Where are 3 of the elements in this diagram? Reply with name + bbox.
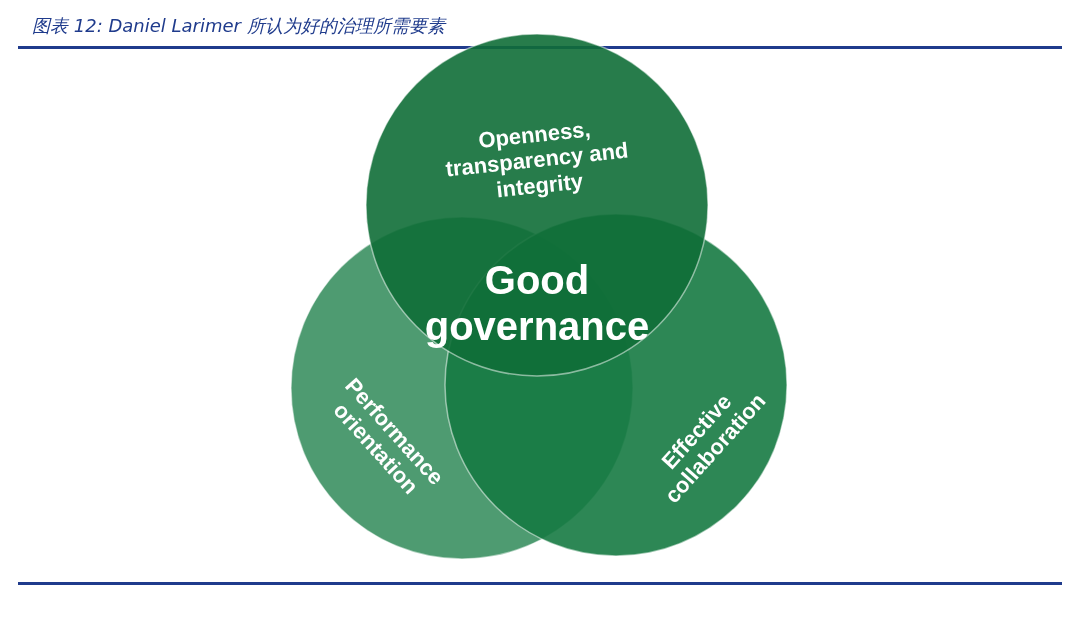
center-label: Good governance [423,257,651,349]
figure-title: 图表 12: Daniel Larimer 所认为好的治理所需要素 [32,14,445,38]
circle-label: Openness, transparency and integrity [443,115,631,204]
